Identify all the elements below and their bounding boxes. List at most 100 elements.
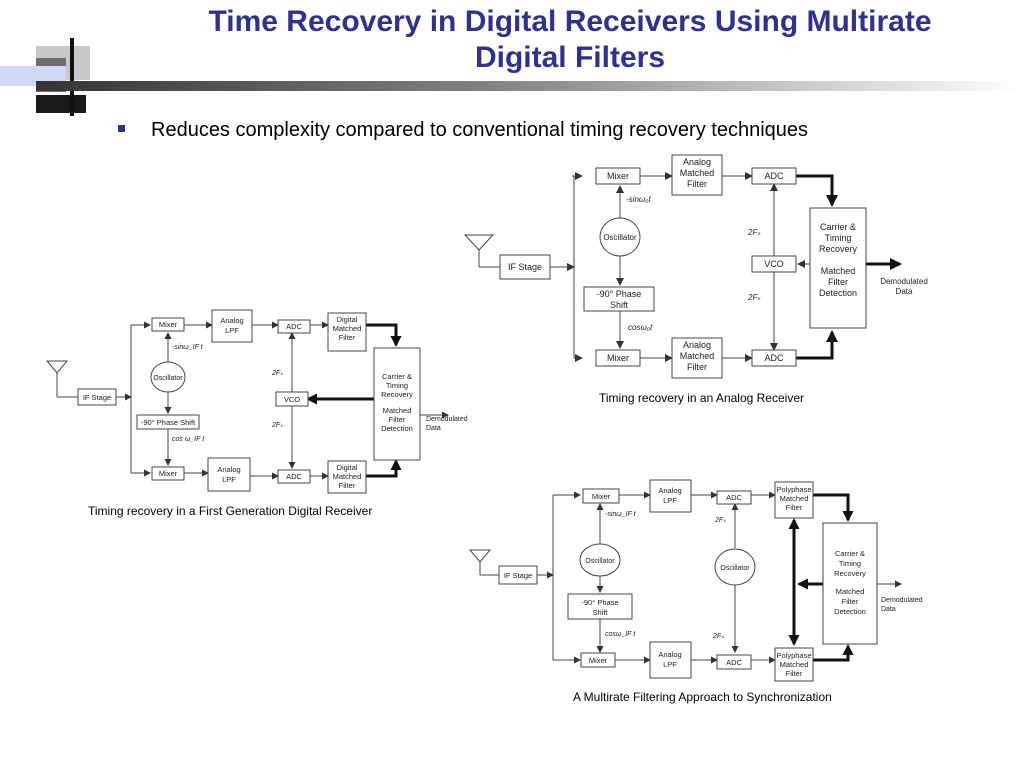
ctr-label-1: Carrier & bbox=[835, 549, 865, 558]
phase-shift-box bbox=[567, 593, 633, 620]
adc-top-label: ADC bbox=[764, 171, 784, 181]
mixer-bottom-label: Mixer bbox=[589, 656, 608, 665]
digital-mf-bottom bbox=[327, 460, 367, 494]
cos-label: cosω_IF t bbox=[605, 631, 636, 638]
if-stage-box bbox=[498, 565, 538, 585]
ctr-label-5: Filter bbox=[389, 415, 406, 424]
vco-label: VCO bbox=[284, 395, 300, 404]
cos-label: cos ω_IF t bbox=[172, 436, 205, 443]
bullet-square-icon bbox=[118, 125, 125, 133]
carrier-timing-recovery-box bbox=[809, 207, 867, 329]
demod-label-1: Demodulated bbox=[426, 416, 468, 423]
sin-label: -sinω_IF t bbox=[172, 344, 204, 351]
slide-title: Time Recovery in Digital Receivers Using… bbox=[120, 4, 1020, 76]
lpf-top-label-1: Analog bbox=[220, 316, 243, 325]
dmf-top-label-1: Digital bbox=[337, 315, 358, 324]
antenna-icon bbox=[468, 549, 492, 563]
phase-shift-label-2: Shift bbox=[610, 300, 629, 310]
amf-bottom-label-3: Filter bbox=[687, 362, 707, 372]
oscillator-right-node bbox=[714, 548, 756, 586]
pmf-top-label-1: Polyphase bbox=[776, 485, 811, 494]
polyphase-mf-top bbox=[774, 481, 814, 519]
if-stage-label: IF Stage bbox=[508, 262, 542, 272]
phase-shift-label-1: -90° Phase bbox=[581, 598, 618, 607]
amf-top-label-1: Analog bbox=[683, 157, 711, 167]
if-stage-label: IF Stage bbox=[83, 393, 111, 402]
mixer-bottom-box bbox=[151, 466, 185, 481]
phase-shift-label-1: -90° Phase bbox=[597, 289, 642, 299]
analog-lpf-bottom bbox=[207, 457, 251, 492]
analog-matched-filter-top bbox=[671, 154, 723, 196]
ctr-label-3: Recovery bbox=[381, 390, 413, 399]
fs-bottom-label: 2Fₛ bbox=[712, 633, 724, 640]
first-gen-diagram: IF Stage Mixer Mixer Oscillator -90° Pha… bbox=[40, 305, 480, 500]
fs-top-label: 2Fₛ bbox=[747, 228, 761, 237]
demod-label-2: Data bbox=[426, 425, 441, 432]
demod-label-2: Data bbox=[896, 287, 913, 296]
oscillator-node bbox=[599, 217, 641, 257]
antenna-icon bbox=[463, 234, 495, 251]
adc-bottom-box bbox=[751, 349, 797, 367]
analog-caption: Timing recovery in an Analog Receiver bbox=[599, 391, 804, 405]
dmf-bottom-label-2: Matched bbox=[333, 472, 362, 481]
if-stage-box bbox=[499, 254, 551, 280]
ctr-label-4: Matched bbox=[383, 406, 412, 415]
ctr-label-6: Detection bbox=[819, 288, 857, 298]
ctr-label-2: Timing bbox=[386, 381, 408, 390]
adc-top-box bbox=[277, 319, 311, 334]
mixer-top-label: Mixer bbox=[592, 492, 611, 501]
phase-shift-label: -90° Phase Shift bbox=[141, 418, 196, 427]
sin-label: -sinω₀t bbox=[626, 195, 651, 204]
ctr-label-3: Recovery bbox=[834, 569, 866, 578]
mixer-top-label: Mixer bbox=[607, 171, 629, 181]
slide-title-line2: Digital Filters bbox=[474, 41, 666, 74]
mixer-top-box bbox=[595, 167, 641, 185]
vco-box bbox=[275, 391, 309, 407]
ctr-label-5: Filter bbox=[842, 597, 859, 606]
mixer-bottom-label: Mixer bbox=[159, 469, 178, 478]
vco-box bbox=[751, 255, 797, 273]
ctr-label-4: Matched bbox=[821, 266, 856, 276]
adc-top-label: ADC bbox=[726, 493, 742, 502]
ctr-label-2: Timing bbox=[825, 233, 852, 243]
analog-lpf-top bbox=[211, 309, 253, 343]
demod-label-2: Data bbox=[881, 606, 896, 613]
bullet-item: Reduces complexity compared to conventio… bbox=[118, 119, 808, 142]
polyphase-mf-bottom bbox=[774, 647, 814, 682]
sin-label: -sinω_IF t bbox=[605, 511, 637, 518]
if-stage-label: IF Stage bbox=[504, 571, 532, 580]
ctr-label-3: Recovery bbox=[819, 244, 858, 254]
phase-shift-label-2: Shift bbox=[592, 608, 608, 617]
oscillator-label: Oscillator bbox=[153, 375, 183, 382]
mixer-top-box bbox=[582, 488, 620, 504]
mixer-top-label: Mixer bbox=[159, 320, 178, 329]
mixer-bottom-label: Mixer bbox=[607, 353, 629, 363]
analog-lpf-top bbox=[649, 479, 692, 513]
ctr-label-6: Detection bbox=[834, 607, 866, 616]
ctr-label-2: Timing bbox=[839, 559, 861, 568]
phase-shift-box bbox=[136, 414, 200, 430]
digital-mf-top bbox=[327, 312, 367, 352]
lpf-top-label-2: LPF bbox=[663, 496, 677, 505]
pmf-bottom-label-3: Filter bbox=[786, 669, 803, 678]
antenna-icon bbox=[45, 360, 69, 374]
fs-bottom-label: 2Fₛ bbox=[271, 422, 283, 429]
oscillator-left-node bbox=[579, 543, 621, 577]
adc-bottom-box bbox=[716, 654, 752, 670]
adc-bottom-label: ADC bbox=[726, 658, 742, 667]
oscillator-right-label: Oscillator bbox=[720, 565, 750, 572]
amf-top-label-3: Filter bbox=[687, 179, 707, 189]
adc-top-label: ADC bbox=[286, 322, 302, 331]
pmf-top-label-2: Matched bbox=[780, 494, 809, 503]
cos-label: cosω₀t bbox=[628, 323, 653, 332]
first-gen-caption: Timing recovery in a First Generation Di… bbox=[88, 504, 373, 518]
carrier-timing-recovery-box bbox=[822, 522, 878, 645]
lpf-bottom-label-2: LPF bbox=[663, 660, 677, 669]
mixer-top-box bbox=[151, 317, 185, 332]
amf-bottom-label-2: Matched bbox=[680, 351, 715, 361]
mixer-bottom-box bbox=[595, 349, 641, 367]
pmf-bottom-label-1: Polyphase bbox=[776, 651, 811, 660]
fs-top-label: 2Fₛ bbox=[271, 370, 283, 377]
dmf-bottom-label-3: Filter bbox=[339, 481, 356, 490]
multirate-caption: A Multirate Filtering Approach to Synchr… bbox=[573, 690, 832, 704]
